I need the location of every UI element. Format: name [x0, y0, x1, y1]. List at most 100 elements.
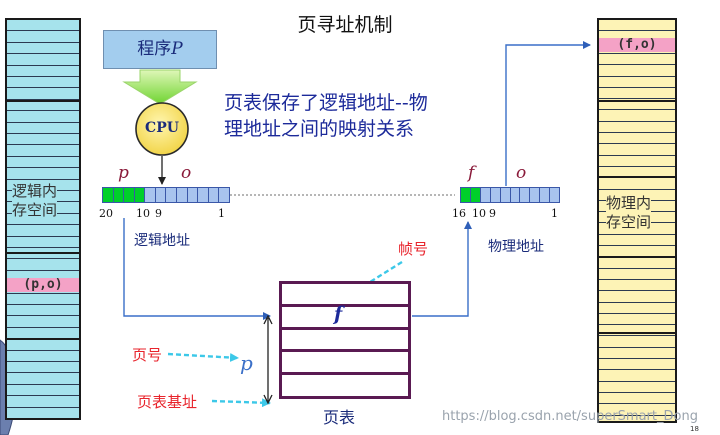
program-label: 程序: [137, 39, 172, 59]
p-to-page-table-line: [123, 218, 271, 320]
memory-row-divider: [599, 143, 675, 145]
logical-bit-9: 9: [155, 207, 162, 220]
memory-row-divider: [7, 349, 79, 351]
physical-bit-16: 16: [452, 207, 466, 220]
memory-row-divider: [7, 167, 79, 169]
physical-bit-10: 10: [472, 207, 486, 220]
memory-row-divider: [599, 98, 675, 100]
memory-row-divider: [7, 133, 79, 134]
memory-row-divider: [599, 391, 675, 393]
physical-memory-entry: (f,o): [599, 38, 675, 52]
memory-block-separator: [599, 100, 675, 102]
memory-row-divider: [7, 326, 79, 328]
diagram-title: 页寻址机制: [297, 14, 393, 36]
memory-row-divider: [599, 86, 675, 88]
memory-row-divider: [7, 98, 79, 100]
f-to-physical-line: [412, 221, 472, 317]
memory-block-separator: [599, 176, 675, 178]
memory-row-divider: [599, 301, 675, 303]
logical-bit-20: 20: [99, 207, 113, 220]
table-base-label: 页表基址: [137, 393, 198, 411]
memory-row-divider: [7, 144, 79, 146]
memory-row-divider: [7, 361, 79, 362]
frame-no-arrow: [345, 260, 403, 299]
memory-row-divider: [599, 75, 675, 77]
memory-block-separator: [7, 100, 79, 102]
table-base-arrow: [211, 398, 271, 408]
physical-o-label: o: [516, 163, 527, 183]
logical-bit-10: 10: [136, 207, 150, 220]
memory-row-divider: [7, 110, 79, 112]
page-table-row-divider: [282, 304, 408, 308]
memory-row-divider: [599, 165, 675, 167]
physical-address-caption: 物理地址: [488, 239, 544, 255]
memory-row-divider: [7, 292, 79, 294]
memory-row-divider: [7, 247, 79, 248]
cpu-label: CPU: [145, 120, 179, 136]
page-number-label: 页号: [132, 346, 163, 364]
logical-p-label: p: [118, 163, 129, 183]
physical-bit-9: 9: [489, 207, 496, 220]
page-table-row-divider: [282, 349, 408, 353]
memory-block-separator: [7, 252, 79, 254]
memory-row-divider: [7, 395, 79, 397]
memory-row-divider: [599, 335, 675, 337]
page-no-arrow: [167, 352, 239, 363]
cpu-circle: [135, 102, 189, 156]
logical-memory-entry: (p,o): [7, 278, 79, 292]
logical-memory-label: 逻辑内 存空间: [12, 182, 58, 220]
physical-bit-1: 1: [551, 207, 558, 220]
memory-row-divider: [599, 267, 675, 269]
memory-row-divider: [7, 178, 79, 180]
slide-page-number: 18: [690, 425, 699, 433]
memory-row-divider: [599, 64, 675, 66]
memory-row-divider: [599, 245, 675, 246]
memory-row-divider: [7, 258, 79, 260]
memory-block-separator: [599, 332, 675, 334]
memory-row-divider: [7, 269, 79, 271]
physical-f-label: f: [468, 163, 475, 183]
memory-row-divider: [7, 121, 79, 123]
physical-to-memory-line: [505, 41, 591, 186]
frame-number-label: 帧号: [398, 240, 429, 258]
memory-row-divider: [599, 324, 675, 326]
page-table-row-divider: [282, 326, 408, 330]
memory-block-separator: [599, 256, 675, 258]
memory-row-divider: [599, 312, 675, 314]
program-var: P: [171, 39, 183, 59]
memory-row-divider: [7, 64, 79, 66]
logical-address-bar: [102, 187, 230, 203]
memory-row-divider: [7, 224, 79, 226]
page-table: [279, 281, 411, 399]
note-line-1: 页表保存了逻辑地址--物: [224, 92, 428, 114]
memory-row-divider: [7, 53, 79, 55]
memory-row-divider: [599, 414, 675, 416]
memory-block-separator: [7, 338, 79, 340]
memory-row-divider: [599, 403, 675, 405]
memory-row-divider: [599, 120, 675, 122]
page-table-caption: 页表: [323, 408, 356, 427]
memory-row-divider: [599, 380, 675, 382]
program-box: 程序P: [103, 30, 217, 69]
memory-row-divider: [599, 358, 675, 359]
offset-p-symbol: p: [240, 351, 253, 375]
memory-row-divider: [599, 132, 675, 133]
memory-row-divider: [599, 188, 675, 190]
memory-row-divider: [7, 304, 79, 305]
physical-address-bar: [460, 187, 560, 203]
memory-row-divider: [7, 41, 79, 43]
memory-row-divider: [599, 30, 675, 32]
watermark: https://blog.csdn.net/superSmart_Dong: [442, 409, 698, 424]
logical-address-caption: 逻辑地址: [134, 233, 190, 249]
logical-bit-1: 1: [218, 207, 225, 220]
memory-row-divider: [599, 52, 675, 54]
memory-row-divider: [7, 372, 79, 374]
memory-row-divider: [599, 369, 675, 371]
memory-row-divider: [599, 290, 675, 292]
memory-row-divider: [7, 235, 79, 237]
memory-row-divider: [599, 109, 675, 111]
memory-row-divider: [7, 76, 79, 77]
memory-row-divider: [7, 87, 79, 89]
page-table-row-divider: [282, 371, 408, 375]
memory-row-divider: [7, 155, 79, 157]
